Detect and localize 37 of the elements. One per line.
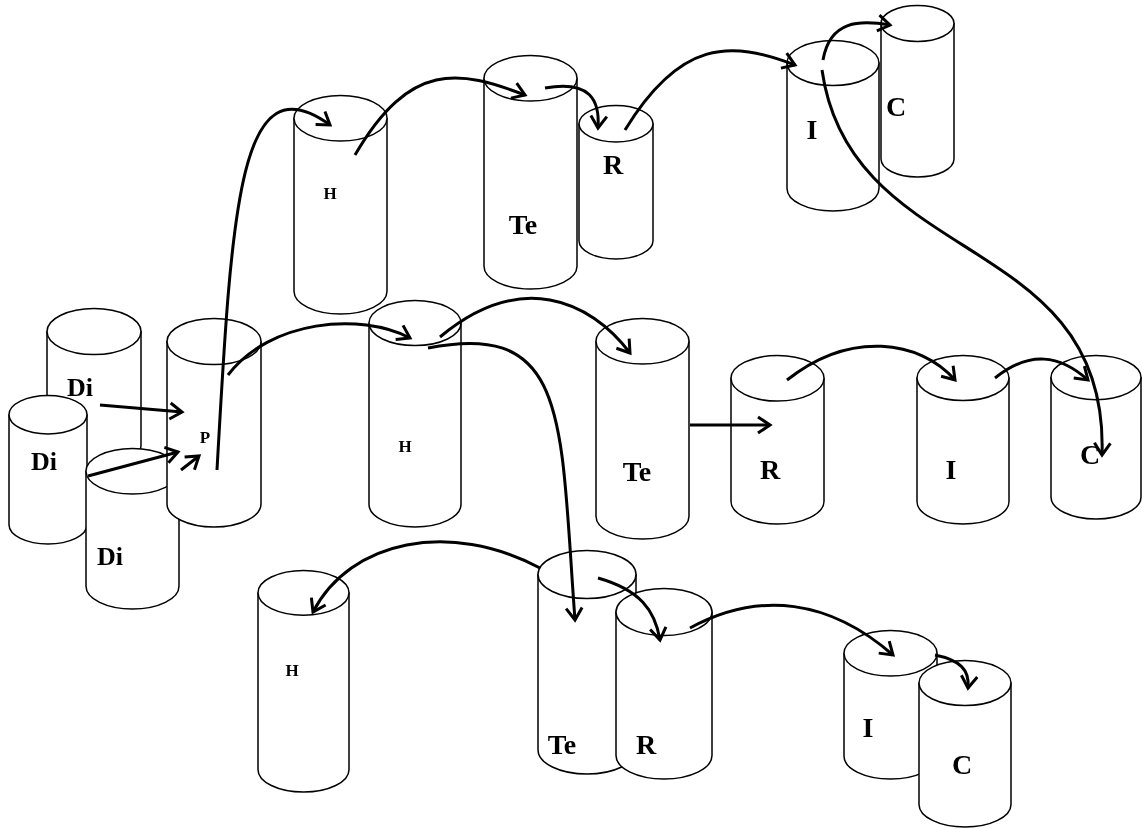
node-label: H: [398, 437, 412, 455]
node-label: Di: [97, 544, 123, 570]
arrow: [994, 357, 1090, 382]
node-label: R: [602, 151, 624, 179]
arrow: [690, 415, 772, 435]
arrow: [215, 108, 332, 471]
arrow: [934, 653, 979, 690]
arrow: [439, 297, 632, 355]
node-label: I: [806, 116, 818, 144]
arrow: [427, 342, 584, 622]
node-label: Te: [547, 731, 577, 759]
arrow: [353, 76, 527, 156]
node-label: Te: [508, 211, 538, 239]
arrow: [180, 454, 201, 472]
arrow: [786, 344, 957, 382]
arrow: [821, 13, 892, 61]
arrow: [597, 576, 667, 642]
node-label: P: [199, 428, 211, 446]
arrow: [311, 540, 541, 614]
node-label: H: [323, 184, 337, 202]
node-label: H: [285, 661, 299, 679]
arrow: [226, 322, 412, 376]
node-label: C: [885, 93, 907, 121]
node-label: I: [862, 714, 874, 742]
arrow: [99, 401, 184, 421]
node-label: R: [759, 456, 781, 484]
node-label: R: [635, 731, 657, 759]
node-label: Di: [31, 449, 57, 475]
arrow: [544, 84, 608, 130]
arrow: [623, 49, 797, 131]
node-label: I: [945, 456, 957, 484]
arrow: [689, 603, 895, 657]
node-label: Di: [67, 375, 93, 401]
node-label: C: [951, 751, 973, 779]
arrow: [820, 69, 1111, 457]
node-label: Te: [622, 458, 652, 486]
node-label: C: [1079, 441, 1101, 469]
